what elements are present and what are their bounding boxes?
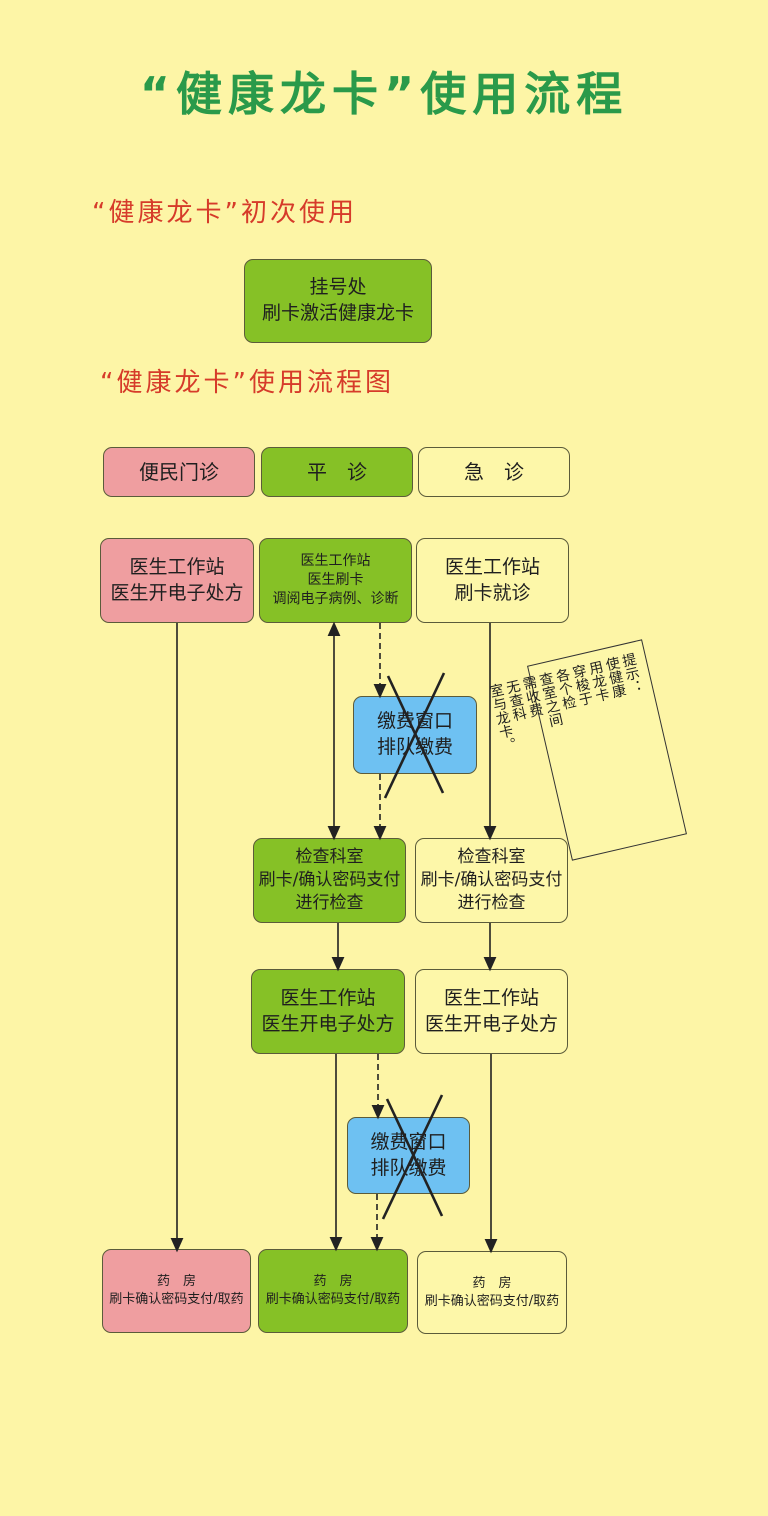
regular-doctor2-line2: 医生开电子处方	[261, 1012, 395, 1035]
column-header-convenience: 便民门诊	[103, 447, 255, 497]
cross-mark-payment1-b	[383, 672, 446, 799]
emergency-doctor1-box: 医生工作站 刷卡就诊	[416, 538, 569, 623]
convenience-doctor-box: 医生工作站 医生开电子处方	[100, 538, 254, 623]
registration-line2: 刷卡激活健康龙卡	[261, 302, 414, 324]
emergency-doctor2-line1: 医生工作站	[443, 986, 539, 1009]
section-title-flow: “健康龙卡”使用流程图	[100, 368, 394, 398]
regular-doctor2-box: 医生工作站 医生开电子处方	[251, 969, 405, 1054]
regular-exam-line2: 刷卡/确认密码支付	[258, 870, 401, 891]
regular-doctor1-line1: 医生工作站	[300, 553, 371, 570]
registration-box: 挂号处 刷卡激活健康龙卡	[244, 259, 432, 343]
regular-pharmacy-line2: 刷卡确认密码支付/取药	[265, 1292, 401, 1307]
regular-payment1-line1: 缴费窗口	[376, 710, 453, 733]
section-title-first-use: “健康龙卡”初次使用	[92, 198, 357, 228]
convenience-pharmacy-line2: 刷卡确认密码支付/取药	[109, 1292, 244, 1307]
convenience-doctor-line1: 医生工作站	[129, 555, 225, 578]
regular-payment1-line2: 排队缴费	[376, 736, 453, 758]
column-header-regular-label: 平 诊	[307, 459, 367, 484]
convenience-doctor-line2: 医生开电子处方	[110, 581, 244, 604]
regular-exam-line3: 进行检查	[295, 892, 364, 913]
regular-doctor1-line2: 医生刷卡	[307, 572, 364, 589]
emergency-doctor2-box: 医生工作站 医生开电子处方	[415, 969, 568, 1054]
column-header-emergency-label: 急 诊	[464, 459, 524, 484]
convenience-pharmacy-line1: 药 房	[156, 1274, 196, 1290]
regular-doctor2-line1: 医生工作站	[280, 986, 376, 1009]
emergency-pharmacy-line2: 刷卡确认密码支付/取药	[424, 1293, 560, 1309]
page-title: “健康龙卡”使用流程	[139, 67, 629, 121]
regular-exam-box: 检查科室 刷卡/确认密码支付 进行检查	[253, 838, 406, 923]
registration-line1: 挂号处	[309, 276, 367, 299]
emergency-pharmacy-box: 药 房 刷卡确认密码支付/取药	[417, 1251, 567, 1334]
convenience-pharmacy-box: 药 房 刷卡确认密码支付/取药	[102, 1249, 251, 1333]
emergency-exam-line1: 检查科室	[457, 847, 526, 868]
emergency-doctor1-line1: 医生工作站	[444, 555, 540, 578]
regular-doctor1-line3: 调阅电子病例、诊断	[272, 590, 399, 607]
emergency-doctor2-line2: 医生开电子处方	[424, 1012, 558, 1035]
regular-doctor1-box: 医生工作站 医生刷卡 调阅电子病例、诊断	[259, 538, 412, 623]
cross-mark-payment2-a	[385, 1098, 444, 1217]
regular-pharmacy-line1: 药 房	[313, 1274, 353, 1290]
emergency-doctor1-line2: 刷卡就诊	[454, 581, 531, 604]
cross-mark-payment2-b	[381, 1094, 444, 1220]
regular-exam-line1: 检查科室	[295, 847, 364, 868]
column-header-emergency: 急 诊	[418, 447, 570, 497]
column-header-convenience-label: 便民门诊	[139, 459, 219, 484]
emergency-exam-line2: 刷卡/确认密码支付	[420, 870, 563, 891]
column-header-regular: 平 诊	[261, 447, 413, 497]
emergency-pharmacy-line1: 药 房	[472, 1275, 512, 1291]
emergency-exam-line3: 进行检查	[457, 892, 526, 913]
